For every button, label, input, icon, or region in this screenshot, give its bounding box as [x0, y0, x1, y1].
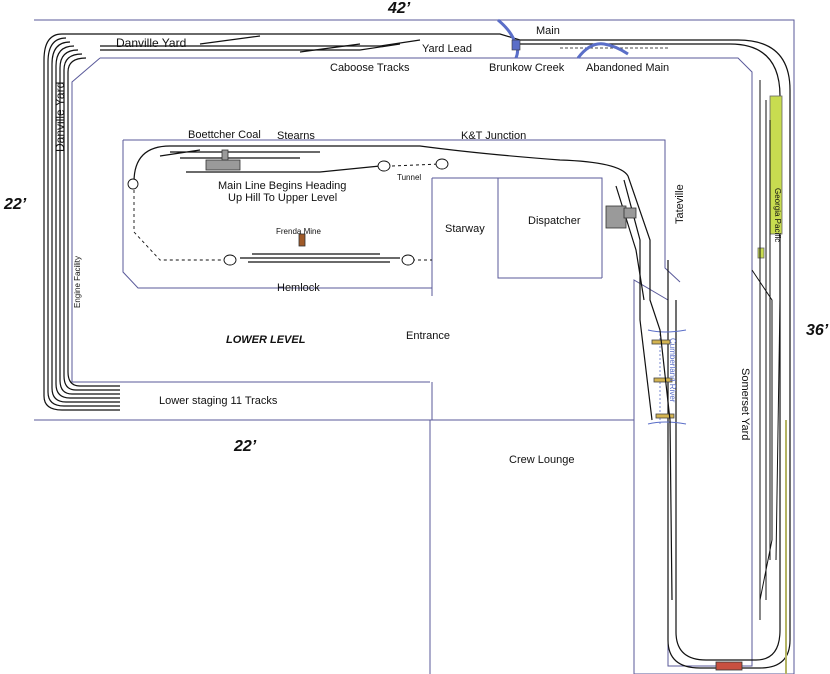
label-frenda-mine: Frenda Mine: [276, 227, 321, 236]
label-crew-lounge: Crew Lounge: [509, 454, 575, 466]
label-tunnel: Tunnel: [397, 173, 422, 182]
label-stearns: Stearns: [277, 130, 315, 142]
label-georgia-pacific: Georgia Pacific: [773, 188, 782, 243]
cumberland-river-water: [647, 329, 687, 425]
dimension-right: 36’: [806, 322, 829, 339]
frenda-mine-structure: [298, 233, 306, 247]
outer-benchwork: [34, 19, 795, 674]
label-main-line-note-2: Up Hill To Upper Level: [228, 192, 338, 204]
label-brunkow-creek: Brunkow Creek: [489, 62, 565, 74]
label-engine-facility: Engine Facility: [73, 255, 82, 308]
label-boettcher-coal: Boettcher Coal: [188, 129, 261, 141]
benchwork-outline: [34, 19, 795, 674]
brunkow-creek-water: [497, 18, 520, 59]
label-yard-lead: Yard Lead: [422, 43, 472, 55]
label-lower-level: LOWER LEVEL: [226, 334, 306, 346]
tateville-structure: [605, 205, 627, 229]
bridge-brunkow: [511, 39, 521, 51]
inner-aisle-edge-top: [100, 57, 753, 667]
peninsula-left: [122, 140, 432, 289]
label-abandoned-main: Abandoned Main: [586, 62, 670, 74]
label-caboose-tracks: Caboose Tracks: [330, 62, 410, 74]
label-main-line-note-1: Main Line Begins Heading: [218, 180, 347, 192]
label-kt-junction: K&T Junction: [461, 130, 527, 142]
dimension-left: 22’: [4, 196, 27, 213]
label-hemlock: Hemlock: [277, 282, 320, 294]
label-main: Main: [536, 25, 560, 37]
lower-level-hidden-track: [133, 163, 441, 261]
main-line: [43, 33, 791, 669]
abandoned-main-water: [576, 42, 629, 59]
label-lower-staging: Lower staging 11 Tracks: [159, 395, 278, 407]
label-starway: Starway: [445, 223, 485, 235]
label-somerset-yard: Somerset Yard: [739, 368, 751, 441]
dimension-bottom: 22’: [234, 438, 257, 455]
label-cumberland-river: Cumberland River: [668, 338, 677, 403]
label-dispatcher: Dispatcher: [528, 215, 581, 227]
staging-box: [71, 57, 430, 383]
lower-level-peninsula: [123, 139, 681, 283]
label-danville-yard-side: Danville Yard: [53, 81, 67, 152]
entrance-walls: [431, 177, 603, 420]
label-tateville: Tateville: [674, 184, 686, 224]
somerset-yard-tracks: [751, 80, 781, 620]
tunnel-portals: [127, 158, 449, 266]
label-entrance: Entrance: [406, 330, 451, 342]
dimension-top: 42’: [388, 0, 411, 17]
somerset-station-structure: [715, 661, 743, 671]
boettcher-coal-structure: [205, 159, 241, 171]
lower-level-track: [133, 145, 673, 601]
label-danville-yard-top: Danville Yard: [116, 36, 187, 50]
